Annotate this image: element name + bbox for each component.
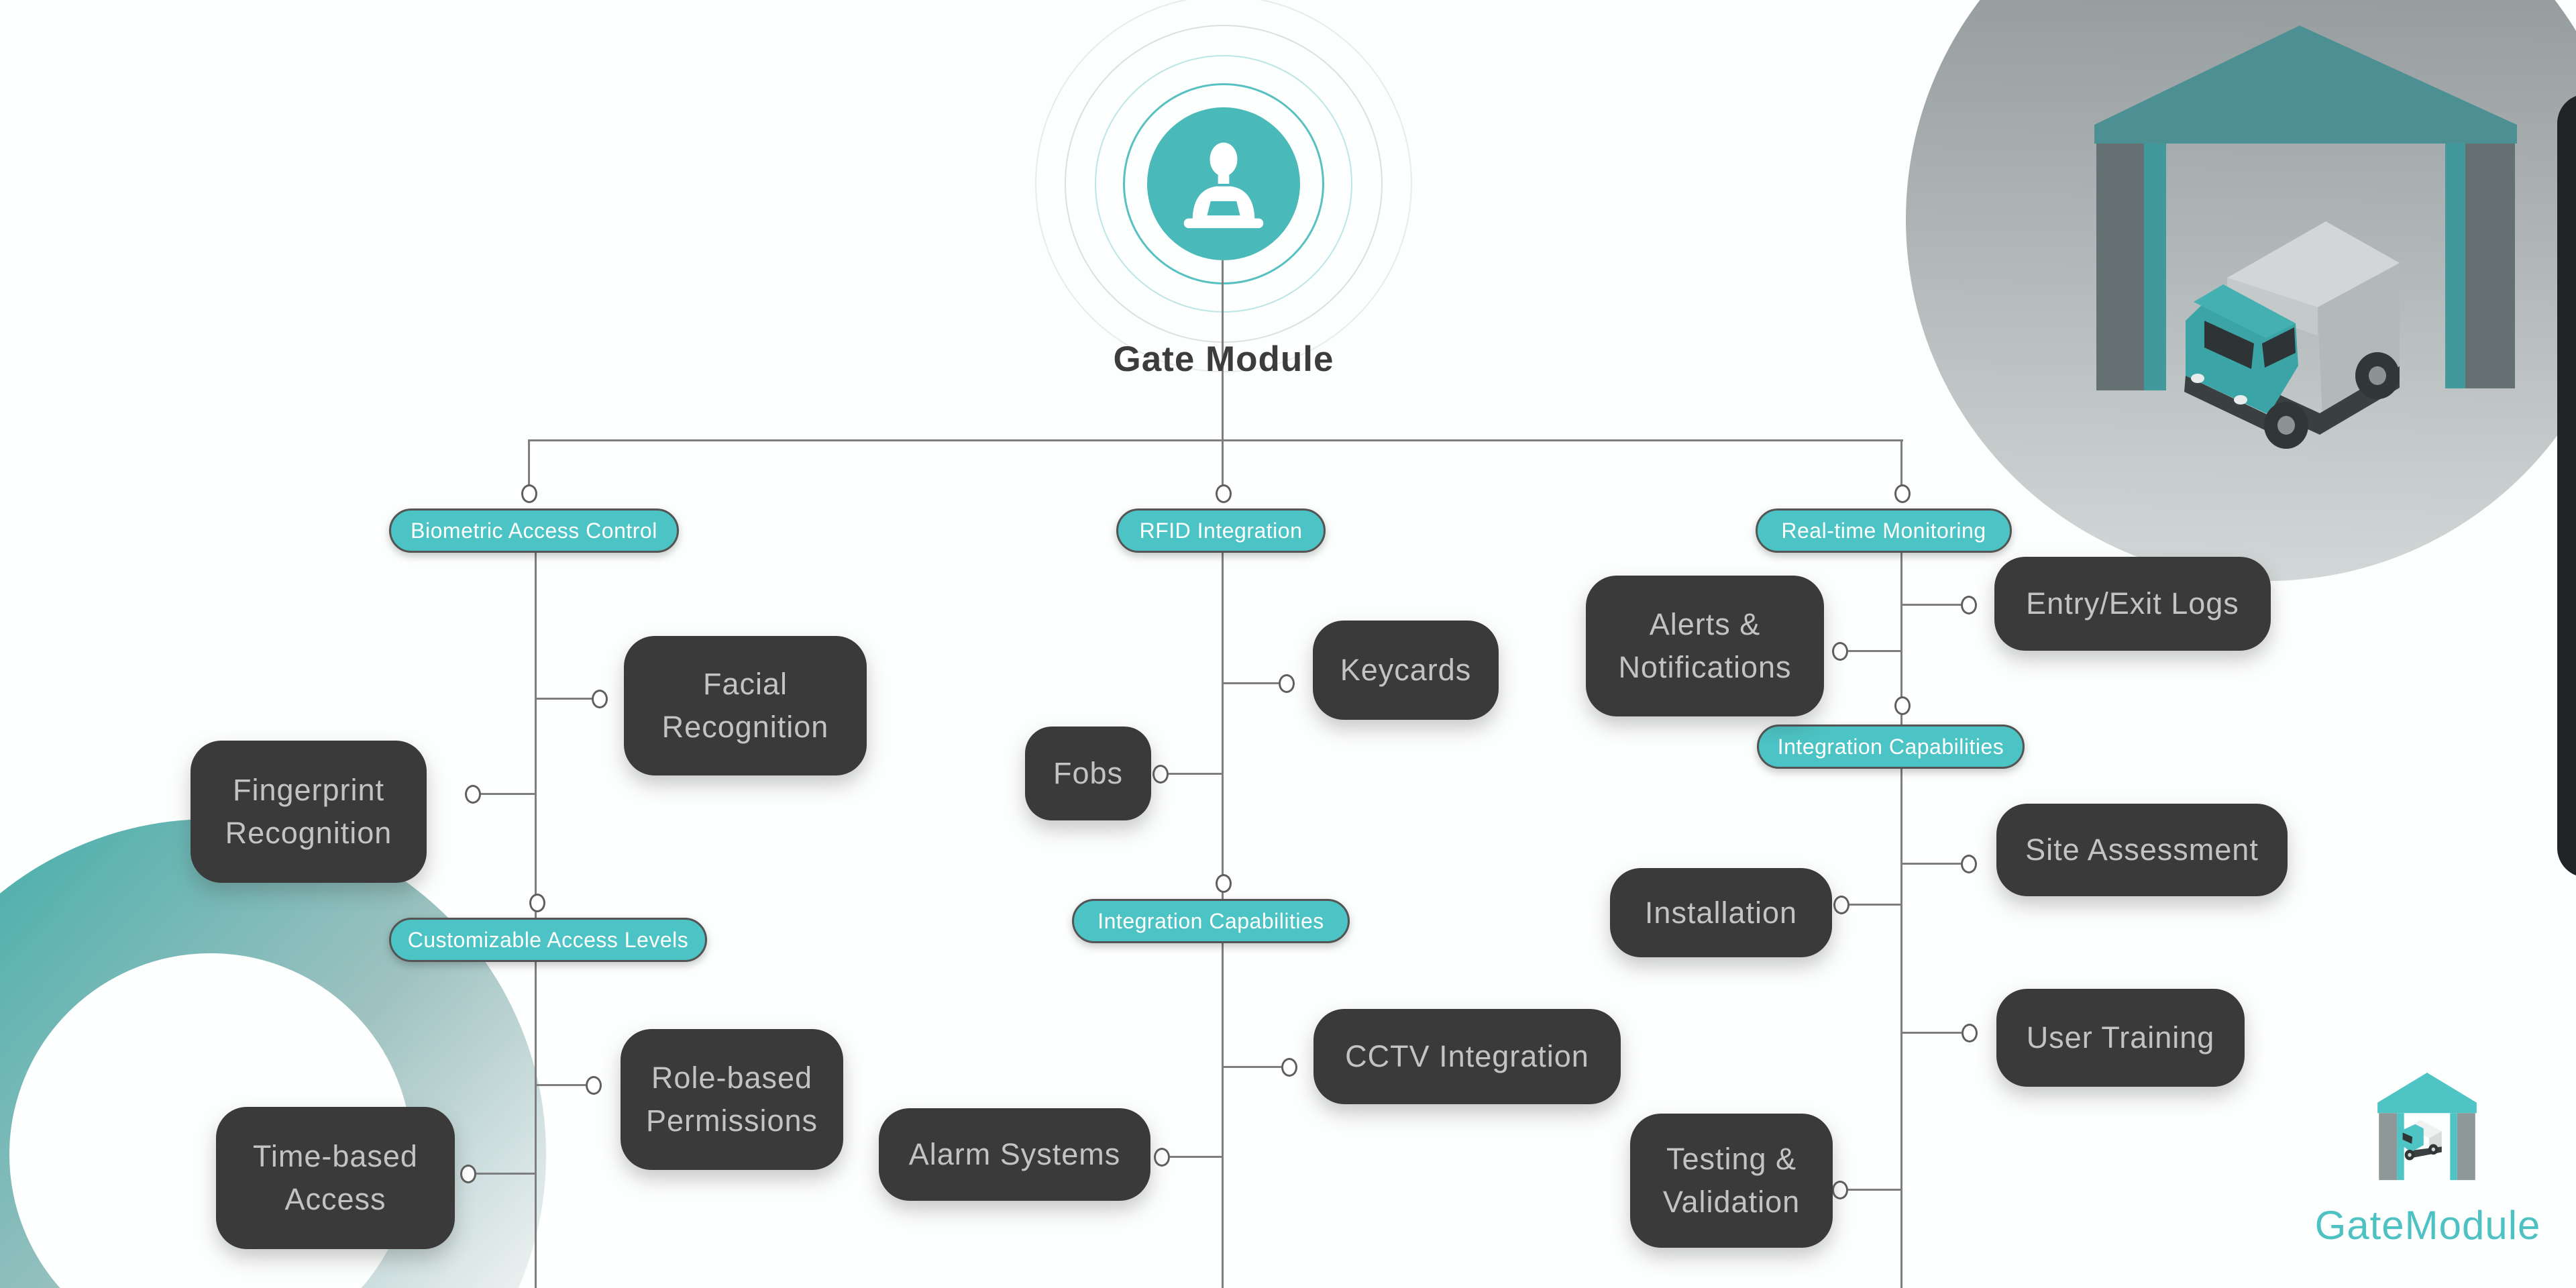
connector-line (1848, 1189, 1902, 1191)
node-installation[interactable]: Installation (1610, 868, 1832, 957)
node-cctv-integration[interactable]: CCTV Integration (1313, 1009, 1621, 1104)
root-pulse-ring (1095, 55, 1352, 313)
connector-line (537, 1084, 586, 1086)
connector-line (1848, 650, 1902, 652)
pill-integration-capabilities-right[interactable]: Integration Capabilities (1757, 724, 2025, 769)
connector-dot (460, 1165, 476, 1183)
connector-line (529, 439, 1903, 441)
connector-dot (1216, 874, 1232, 893)
connector-line (481, 793, 537, 795)
connector-line (537, 698, 592, 700)
gate-truck-illustration (2094, 25, 2517, 449)
root-pulse-ring (1035, 0, 1412, 372)
node-entry-exit-logs[interactable]: Entry/Exit Logs (1994, 557, 2271, 651)
root-pulse-ring (1123, 83, 1324, 284)
connector-dot (1279, 674, 1295, 693)
node-keycards[interactable]: Keycards (1313, 621, 1499, 720)
node-alerts-notifications[interactable]: Alerts & Notifications (1586, 576, 1824, 716)
node-role-based-permissions[interactable]: Role-based Permissions (621, 1029, 843, 1170)
connector-line (1849, 904, 1902, 906)
connector-line (476, 1173, 537, 1175)
connector-dot (1894, 484, 1911, 503)
connector-dot (1216, 484, 1232, 503)
connector-line (1902, 604, 1961, 606)
node-fingerprint-recognition[interactable]: Fingerprint Recognition (191, 741, 427, 883)
connector-dot (1832, 642, 1848, 661)
node-testing-validation[interactable]: Testing & Validation (1630, 1114, 1833, 1248)
pill-rfid-integration[interactable]: RFID Integration (1116, 508, 1326, 553)
node-fobs[interactable]: Fobs (1025, 727, 1151, 820)
pill-integration-capabilities-mid[interactable]: Integration Capabilities (1072, 899, 1350, 943)
connector-line (1170, 1156, 1224, 1158)
connector-dot (1894, 696, 1911, 715)
connector-line (1222, 260, 1224, 442)
connector-dot (529, 894, 545, 912)
connector-line (1224, 1066, 1281, 1068)
connector-dot (465, 785, 481, 804)
connector-line (1902, 1032, 1962, 1034)
pill-biometric-access-control[interactable]: Biometric Access Control (389, 508, 679, 553)
connector-line (1222, 943, 1224, 1288)
connector-line (1900, 552, 1902, 725)
connector-dot (1961, 596, 1977, 614)
connector-line (1169, 773, 1224, 775)
connector-line (1224, 682, 1279, 684)
connector-line (1222, 439, 1224, 485)
node-user-training[interactable]: User Training (1996, 989, 2245, 1087)
side-panel-edge (2557, 96, 2576, 875)
brand-wordmark: GateModule (2314, 1203, 2541, 1248)
connector-dot (1152, 765, 1169, 784)
connector-line (528, 439, 530, 485)
connector-dot (1961, 855, 1977, 873)
connector-line (1900, 439, 1902, 485)
teal-donut-decoration (0, 819, 546, 1288)
root-title: Gate Module (1113, 339, 1334, 379)
connector-dot (1962, 1024, 1978, 1042)
connector-dot (592, 690, 608, 708)
connector-dot (1154, 1148, 1170, 1167)
connector-dot (586, 1076, 602, 1095)
connector-dot (521, 484, 537, 503)
node-facial-recognition[interactable]: Facial Recognition (624, 636, 867, 775)
root-node[interactable] (1147, 107, 1300, 260)
connector-dot (1833, 896, 1849, 914)
connector-line (535, 961, 537, 1288)
connector-line (1222, 552, 1224, 900)
connector-dot (1832, 1181, 1848, 1199)
node-site-assessment[interactable]: Site Assessment (1996, 804, 2288, 896)
pill-real-time-monitoring[interactable]: Real-time Monitoring (1756, 508, 2012, 553)
connector-line (1902, 863, 1961, 865)
connector-line (1900, 768, 1902, 1288)
root-pulse-ring (1065, 25, 1383, 343)
pill-customizable-access-levels[interactable]: Customizable Access Levels (389, 918, 707, 962)
node-alarm-systems[interactable]: Alarm Systems (879, 1108, 1150, 1201)
person-at-desk-icon (1183, 142, 1264, 229)
node-time-based-access[interactable]: Time-based Access (216, 1107, 455, 1249)
gate-logo-icon (2377, 1072, 2477, 1181)
connector-line (535, 552, 537, 919)
connector-dot (1281, 1058, 1297, 1077)
